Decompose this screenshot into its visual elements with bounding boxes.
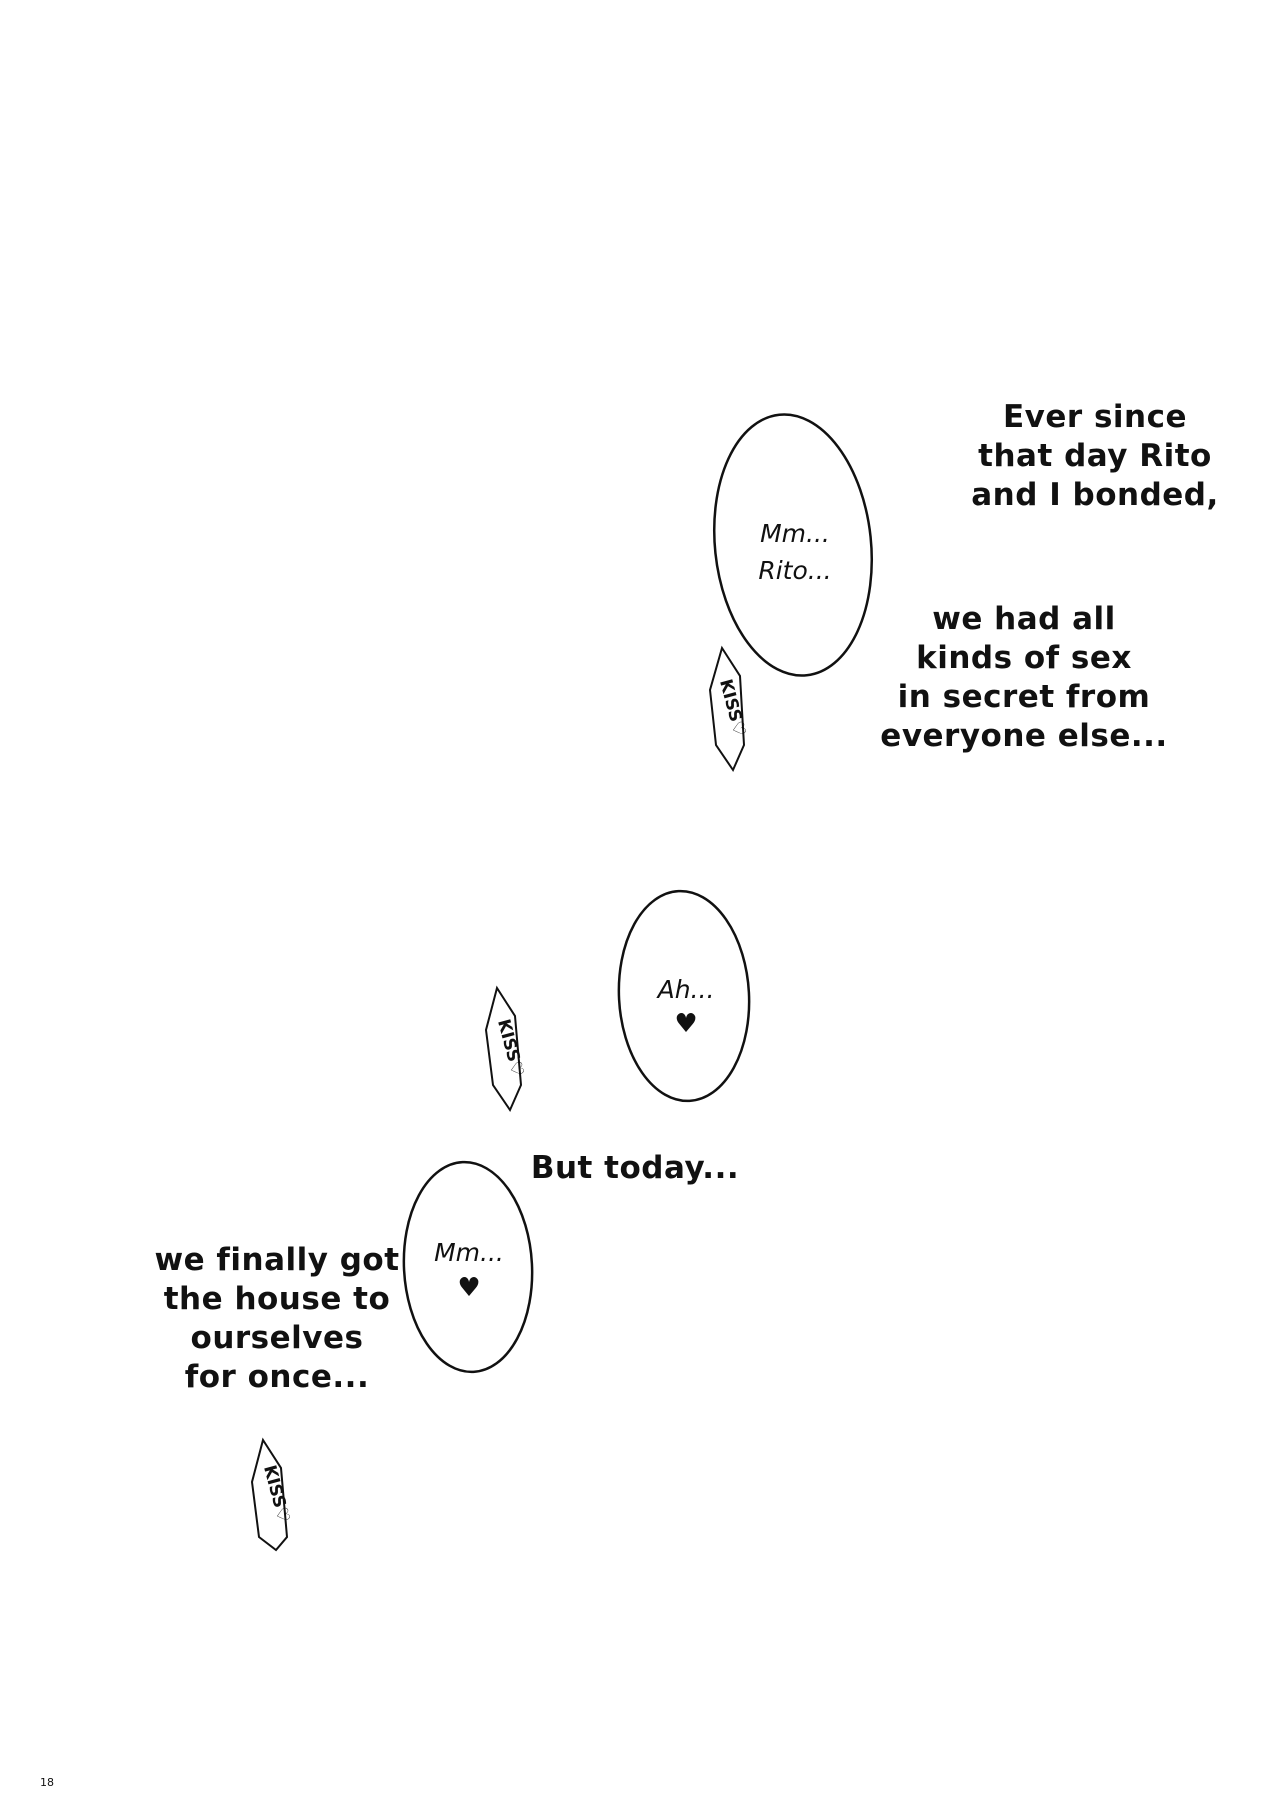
kiss-tag-3 [250,1437,289,1552]
page-number: 18 [40,1776,54,1789]
bubble-1-text: Mm... Rito... [758,515,831,589]
narration-block-4: we finally got the house to ourselves fo… [154,1241,399,1397]
speech-bubble-3 [402,1160,534,1374]
narration-line: that day Rito [978,438,1212,474]
narration-line: kinds of sex [916,640,1132,676]
narration-line: in secret from [897,679,1151,715]
bubble-2-text: Ah... [657,975,715,1004]
bubble-line: Mm... [760,519,830,548]
speech-bubble-1 [712,413,874,677]
heart-icon: ♥ [674,1009,698,1039]
narration-block-1: Ever since that day Rito and I bonded, [971,398,1219,515]
narration-line: everyone else... [880,718,1168,754]
narration-line: we had all [932,601,1116,637]
heart-icon: ♥ [457,1273,481,1303]
narration-line: for once... [184,1359,370,1395]
bubble-line: Rito... [758,556,832,585]
narration-line: the house to [163,1281,391,1317]
narration-line: Ever since [1002,399,1188,435]
narration-line: and I bonded, [971,477,1219,513]
kiss-tag-2 [484,985,523,1113]
narration-block-2: we had all kinds of sex in secret from e… [880,600,1167,756]
narration-line: ourselves [190,1320,364,1356]
narration-block-3: But today... [530,1150,740,1186]
speech-bubble-2 [617,889,751,1103]
bubble-3-text: Mm... [434,1238,504,1267]
kiss-tag-1 [708,645,746,773]
narration-line: we finally got [154,1242,400,1278]
